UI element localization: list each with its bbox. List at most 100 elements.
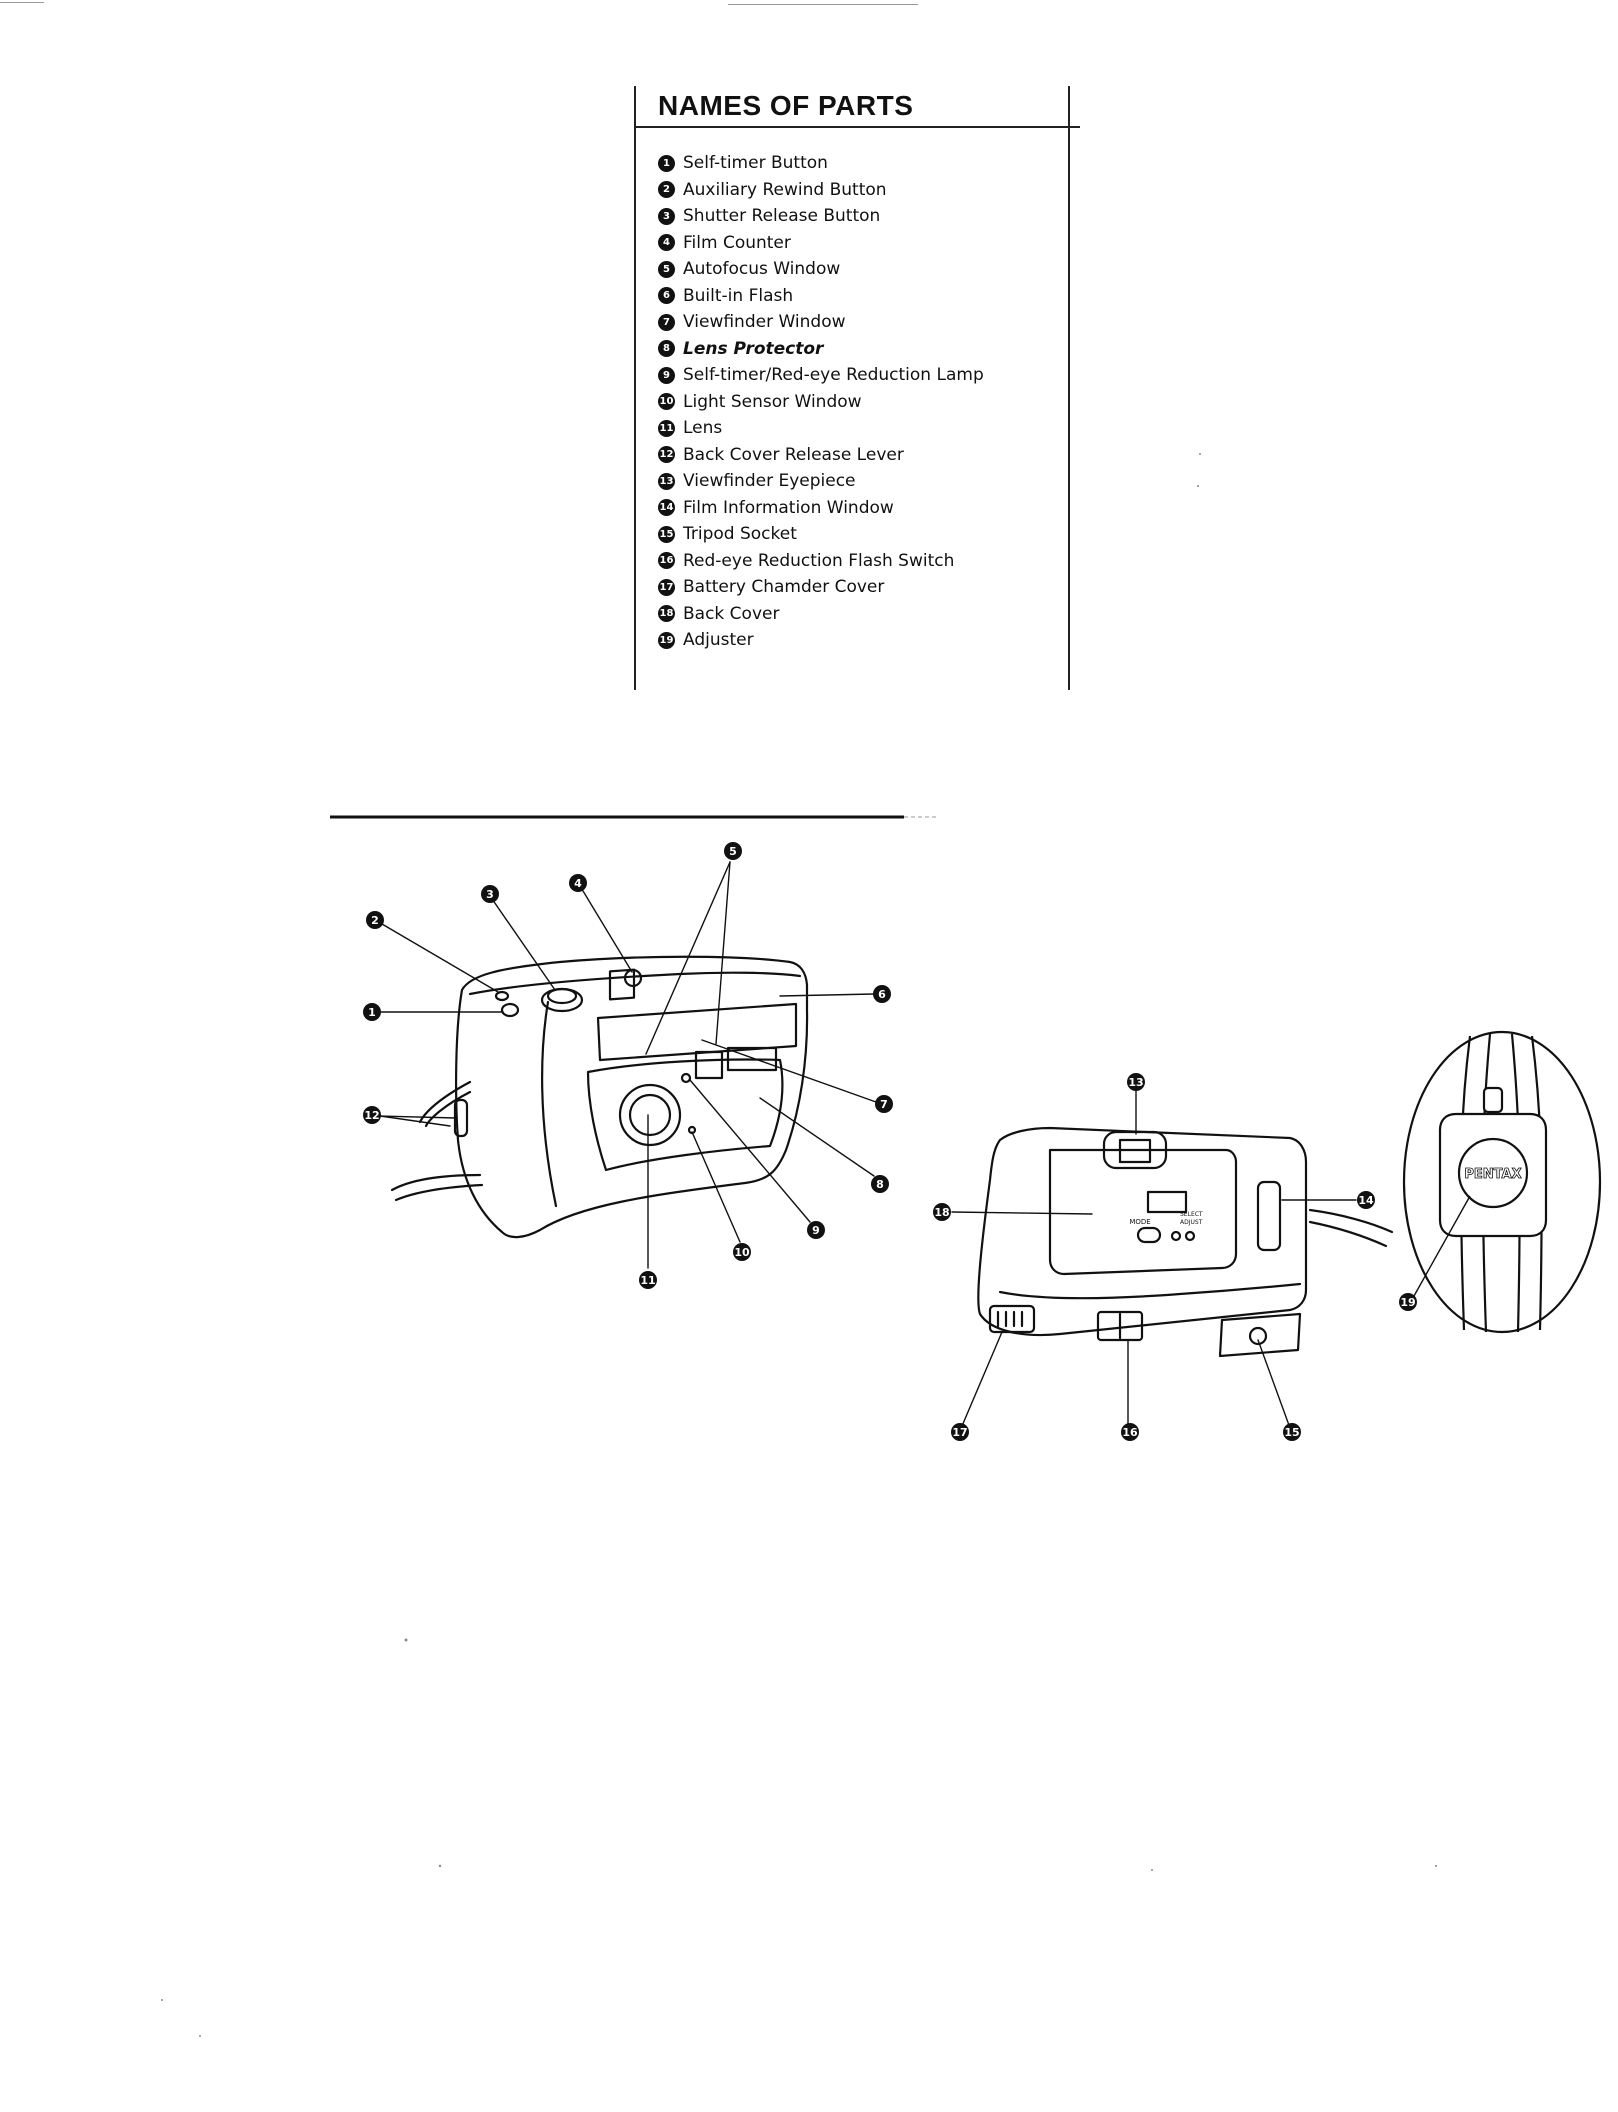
adjust-button — [1184, 1230, 1196, 1242]
select-label: SELECT — [1180, 1211, 1203, 1218]
back-view-text: MODE SELECT ADJUST — [1129, 1211, 1203, 1226]
svg-text:18: 18 — [934, 1206, 949, 1219]
lens-protector — [586, 1058, 784, 1172]
list-item: 5 Autofocus Window — [658, 256, 984, 283]
svg-text:12: 12 — [364, 1109, 379, 1122]
number-badge: 7 — [658, 313, 675, 331]
svg-text:1: 1 — [368, 1006, 376, 1019]
box-right-rule — [1068, 86, 1070, 690]
scan-artifact — [728, 4, 918, 5]
callout-16: 16 — [1121, 1423, 1139, 1441]
part-label: Autofocus Window — [683, 259, 841, 280]
back-cover-panel — [1048, 1148, 1238, 1276]
title-bar: NAMES OF PARTS — [634, 86, 1080, 128]
callout-17: 17 — [951, 1423, 969, 1441]
part-label: Film Information Window — [683, 497, 894, 518]
callout-6: 6 — [873, 985, 891, 1003]
self-timer-button — [500, 1002, 520, 1018]
detail-oval — [1402, 1030, 1602, 1334]
part-label: Self-timer/Red-eye Reduction Lamp — [683, 365, 984, 386]
film-info-window — [1256, 1180, 1282, 1252]
svg-text:2: 2 — [371, 914, 379, 927]
red-eye-lamp-dot — [680, 1072, 692, 1084]
camera-back-view — [951, 1089, 1394, 1429]
number-badge: 17 — [658, 578, 675, 596]
red-eye-switch — [1096, 1310, 1144, 1342]
svg-text:11: 11 — [640, 1274, 655, 1287]
part-label: Shutter Release Button — [683, 206, 881, 227]
mode-label: MODE — [1129, 1218, 1150, 1226]
camera-front-view — [379, 861, 877, 1269]
front-side-panel — [541, 1000, 558, 1208]
number-badge: 2 — [658, 181, 675, 199]
part-label: Back Cover — [683, 603, 780, 624]
af-window-right — [694, 1050, 724, 1080]
tripod-socket — [1248, 1326, 1268, 1346]
number-badge: 5 — [658, 260, 675, 278]
callout-13: 13 — [1127, 1073, 1145, 1091]
back-body-outline — [977, 1126, 1308, 1337]
rewind-button — [494, 990, 510, 1002]
front-window-frame — [596, 1002, 798, 1062]
callout-18: 18 — [933, 1203, 951, 1221]
svg-text:19: 19 — [1400, 1296, 1415, 1309]
mode-switch — [1136, 1226, 1162, 1244]
svg-text:15: 15 — [1284, 1426, 1299, 1439]
front-body-outline — [454, 955, 809, 1239]
callout-9: 9 — [807, 1221, 825, 1239]
back-callouts: 13 14 15 16 17 18 19 — [933, 1073, 1417, 1441]
detail-leader — [1413, 1195, 1471, 1297]
number-badge: 14 — [658, 499, 675, 517]
shutter-button — [540, 987, 584, 1013]
callout-14: 14 — [1357, 1191, 1375, 1209]
part-label: Self-timer Button — [683, 153, 828, 174]
callout-19: 19 — [1399, 1293, 1417, 1311]
callout-12: 12 — [363, 1106, 381, 1124]
svg-text:10: 10 — [734, 1246, 750, 1259]
battery-cover — [988, 1304, 1036, 1334]
callout-10: 10 — [733, 1243, 751, 1261]
svg-text:16: 16 — [1122, 1426, 1138, 1439]
pentax-badge — [1457, 1137, 1529, 1209]
scan-specks — [161, 453, 1437, 2037]
callout-1: 1 — [363, 1003, 381, 1021]
back-lcd — [1146, 1190, 1188, 1214]
front-top-edge — [468, 971, 802, 996]
front-lens-inner — [628, 1093, 672, 1137]
svg-text:3: 3 — [486, 888, 494, 901]
svg-text:13: 13 — [1128, 1076, 1143, 1089]
part-label: Viewfinder Eyepiece — [683, 471, 856, 492]
number-badge: 6 — [658, 287, 675, 305]
callout-15: 15 — [1283, 1423, 1301, 1441]
number-badge: 1 — [658, 154, 675, 172]
strap-tag — [1438, 1112, 1548, 1238]
af-window-left — [608, 968, 636, 1001]
number-badge: 10 — [658, 393, 675, 411]
number-badge: 8 — [658, 340, 675, 358]
shutter-button-top — [546, 987, 578, 1005]
back-strap — [1308, 1208, 1394, 1248]
callout-5: 5 — [724, 842, 742, 860]
part-label: Light Sensor Window — [683, 391, 862, 412]
number-badge: 12 — [658, 446, 675, 464]
svg-text:14: 14 — [1358, 1194, 1374, 1207]
film-counter — [623, 968, 643, 988]
svg-text:5: 5 — [729, 845, 737, 858]
number-badge: 9 — [658, 366, 675, 384]
number-badge: 4 — [658, 234, 675, 252]
